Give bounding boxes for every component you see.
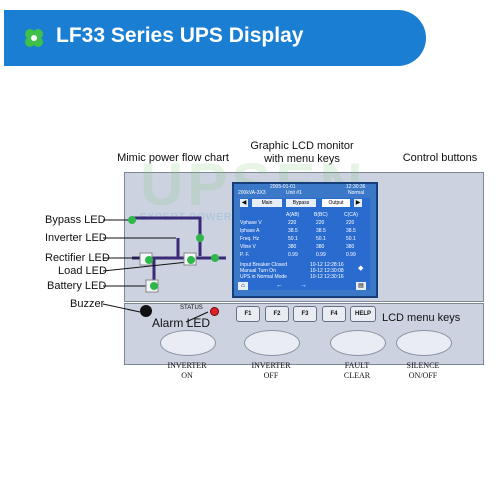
- lcd-log-stamp: 10-12 12:28:16: [310, 262, 344, 268]
- lcd-cell: 0.99: [288, 252, 298, 258]
- inverter-off-button[interactable]: [244, 330, 300, 356]
- lcd-col-a: A(AB): [286, 212, 300, 218]
- lcd-menu-keys-label: LCD menu keys: [382, 312, 461, 324]
- lcd-row-label: P. F.: [240, 252, 250, 258]
- f4-key[interactable]: F4: [322, 306, 346, 322]
- lcd-log-text: UPS in Normal Mode: [240, 274, 287, 280]
- inverter-led-label: Inverter LED: [45, 232, 107, 244]
- battery-led-label: Battery LED: [47, 280, 107, 292]
- lcd-model: 200kVA-3X3: [238, 190, 266, 196]
- lcd-cell: 38.5: [316, 228, 326, 234]
- lcd-row-label: Vphase V: [240, 220, 262, 226]
- lcd-monitor-subheading: with menu keys: [264, 153, 340, 165]
- buzzer-icon: [140, 305, 152, 317]
- f3-key[interactable]: F3: [293, 306, 317, 322]
- lcd-tab-main[interactable]: Main: [252, 199, 282, 207]
- lcd-tab-prev-icon[interactable]: ◀: [240, 199, 248, 207]
- watermark-tagline: EXPERT POWER SOLUTIONS: [140, 212, 303, 223]
- alarm-led-label: Alarm LED: [152, 316, 211, 330]
- inverter-off-caption-2: OFF: [263, 371, 279, 380]
- buzzer-label: Buzzer: [70, 298, 105, 310]
- lcd-cell: 380: [346, 244, 355, 250]
- f1-key[interactable]: F1: [236, 306, 260, 322]
- lcd-state: Normal: [348, 190, 365, 196]
- inverter-on-caption-1: INVERTER: [167, 361, 207, 370]
- lcd-monitor-heading: Graphic LCD monitor: [250, 140, 354, 152]
- battery-led-icon: [150, 282, 158, 290]
- lcd-log-text: Manual Turn On: [240, 268, 276, 274]
- lcd-cell: 220: [316, 220, 325, 226]
- lcd-screen: [232, 182, 378, 298]
- rectifier-led-label: Rectifier LED: [45, 252, 110, 264]
- mimic-chart-heading: Mimic power flow chart: [117, 152, 229, 164]
- lcd-cell: 0.99: [346, 252, 356, 258]
- title-banner: [4, 10, 426, 66]
- fault-clear-button[interactable]: [330, 330, 386, 356]
- lcd-left-arrow-icon[interactable]: ←: [276, 282, 283, 289]
- silence-caption-2: ON/OFF: [408, 371, 438, 380]
- lcd-cell: 380: [316, 244, 325, 250]
- lcd-log-text: Input Breaker Closed: [240, 262, 287, 268]
- lcd-content-area: [240, 198, 370, 290]
- load-led-icon: [211, 254, 219, 262]
- lcd-cell: 38.5: [346, 228, 356, 234]
- alarm-led-icon: [210, 307, 219, 316]
- lcd-tab-bypass[interactable]: Bypass: [286, 199, 316, 207]
- page-title: LF33 Series UPS Display: [56, 24, 304, 47]
- status-label: STATUS: [180, 305, 203, 311]
- lcd-col-b: B(BC): [314, 212, 328, 218]
- lcd-right-arrow-icon[interactable]: →: [300, 282, 307, 289]
- lcd-cell: 50.1: [316, 236, 326, 242]
- lcd-cell: 220: [346, 220, 355, 226]
- inverter-led-icon: [196, 234, 204, 242]
- lcd-cell: 50.1: [288, 236, 298, 242]
- lcd-time: 12:30:36: [346, 184, 366, 190]
- rectifier-led-icon: [145, 256, 153, 264]
- lcd-menu-icon[interactable]: ▤: [356, 282, 366, 290]
- inverter-module-led-icon: [187, 256, 195, 264]
- bypass-led-icon: [128, 216, 136, 224]
- bypass-led-label: Bypass LED: [45, 214, 106, 226]
- lcd-row-label: Freq. Hz: [240, 236, 260, 242]
- fault-clear-caption-1: FAULT: [344, 361, 370, 370]
- inverter-off-caption-1: INVERTER: [251, 361, 291, 370]
- inverter-on-caption-2: ON: [181, 371, 193, 380]
- lcd-cell: 220: [288, 220, 297, 226]
- lcd-cell: 380: [288, 244, 297, 250]
- control-buttons-heading: Control buttons: [402, 152, 478, 164]
- inverter-on-button[interactable]: [160, 330, 216, 356]
- load-led-label: Load LED: [58, 265, 107, 277]
- lcd-date: 2005-01-01: [270, 184, 296, 190]
- lcd-scroll-icon[interactable]: ◆: [358, 265, 364, 272]
- lcd-unit: Unit #1: [286, 190, 302, 196]
- lcd-tab-output[interactable]: Output: [322, 199, 350, 207]
- lcd-log-stamp: 10-12 12:30:08: [310, 268, 344, 274]
- lcd-row-label: Iphase A: [240, 228, 260, 234]
- help-key[interactable]: HELP: [350, 306, 376, 322]
- clover-logo-icon: [25, 29, 43, 47]
- f2-key[interactable]: F2: [265, 306, 289, 322]
- lcd-tab-next-icon[interactable]: ▶: [354, 199, 362, 207]
- lcd-home-icon[interactable]: ⌂: [238, 282, 248, 290]
- silence-button[interactable]: [396, 330, 452, 356]
- lcd-col-c: C(CA): [344, 212, 358, 218]
- lcd-log-stamp: 10-12 12:30:16: [310, 274, 344, 280]
- lcd-row-label: Vline V: [240, 244, 256, 250]
- silence-caption-1: SILENCE: [406, 361, 440, 370]
- lcd-cell: 0.99: [316, 252, 326, 258]
- fault-clear-caption-2: CLEAR: [343, 371, 371, 380]
- lcd-cell: 38.5: [288, 228, 298, 234]
- lcd-cell: 50.1: [346, 236, 356, 242]
